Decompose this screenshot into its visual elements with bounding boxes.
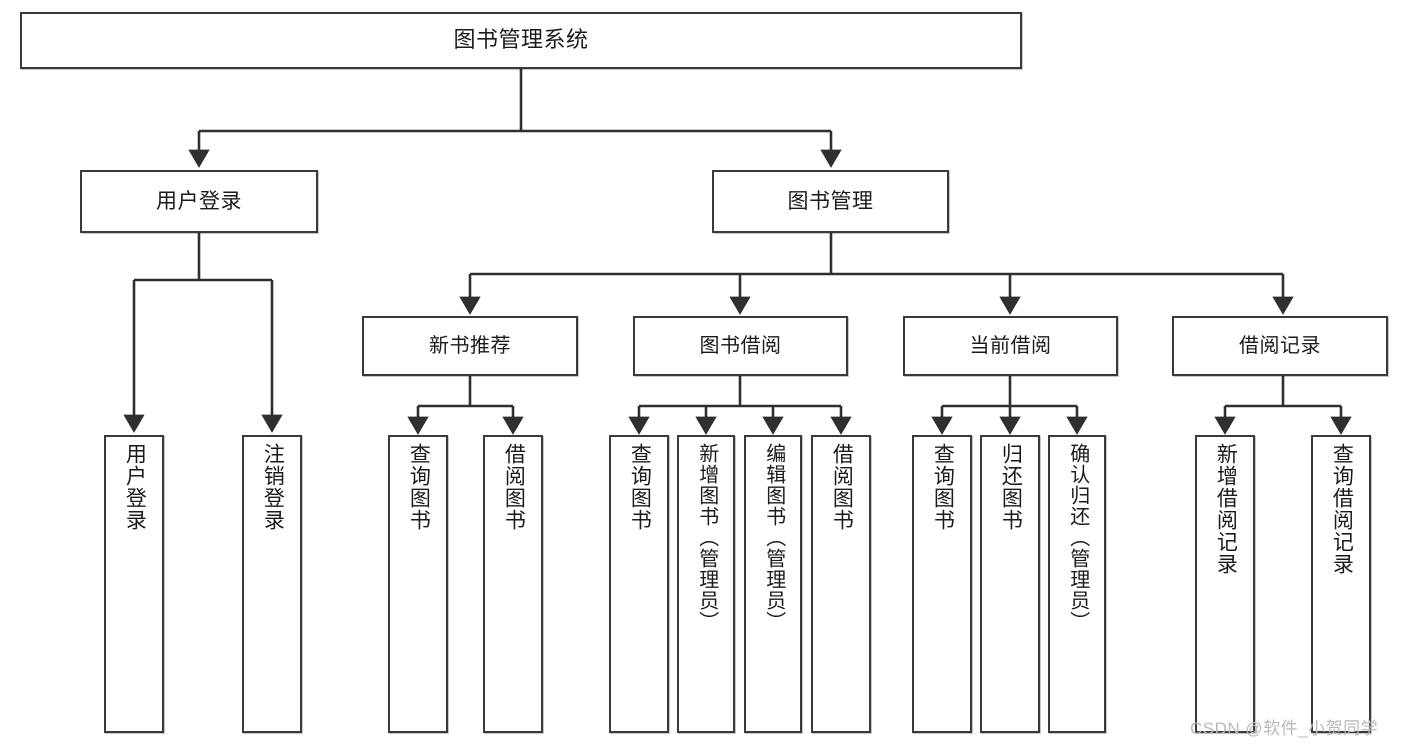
node-label: 查询图书 — [407, 443, 431, 531]
node-label: 新增图书（管理员） — [695, 443, 718, 632]
node-borrow-record[interactable]: 借阅记录 — [1172, 316, 1388, 376]
node-leaf-query-borrow-record[interactable]: 查询借阅记录 — [1311, 435, 1371, 733]
node-label: 新书推荐 — [429, 335, 511, 357]
node-label: 借阅记录 — [1239, 335, 1321, 357]
node-label: 归还图书 — [999, 443, 1023, 531]
node-root-system[interactable]: 图书管理系统 — [20, 12, 1022, 69]
node-label: 查询图书 — [628, 443, 652, 531]
node-leaf-borrow-book[interactable]: 借阅图书 — [811, 435, 871, 733]
watermark-text: CSDN @软件_小贺同学 — [1190, 719, 1379, 738]
node-leaf-confirm-return[interactable]: 确认归还（管理员） — [1048, 435, 1106, 733]
node-label: 确认归还（管理员） — [1066, 443, 1089, 632]
node-book-borrow[interactable]: 图书借阅 — [633, 316, 848, 376]
node-label: 新增借阅记录 — [1214, 443, 1238, 575]
node-label: 编辑图书（管理员） — [762, 443, 785, 632]
node-label: 注销登录 — [261, 443, 285, 531]
node-label: 借阅图书 — [502, 443, 526, 531]
node-user-login[interactable]: 用户登录 — [80, 170, 318, 233]
node-label: 图书管理系统 — [453, 27, 589, 53]
node-label: 图书借阅 — [699, 335, 782, 357]
node-leaf-add-book[interactable]: 新增图书（管理员） — [677, 435, 735, 733]
node-book-manage[interactable]: 图书管理 — [712, 170, 949, 233]
node-leaf-return-book[interactable]: 归还图书 — [980, 435, 1040, 733]
node-leaf-query-book-rec[interactable]: 查询图书 — [388, 435, 448, 733]
node-leaf-borrow-book-rec[interactable]: 借阅图书 — [483, 435, 543, 733]
node-leaf-query-book-current[interactable]: 查询图书 — [912, 435, 972, 733]
node-leaf-add-borrow-record[interactable]: 新增借阅记录 — [1195, 435, 1255, 733]
node-label: 用户登录 — [123, 443, 147, 531]
node-leaf-user-login[interactable]: 用户登录 — [104, 435, 164, 733]
node-leaf-query-book-borrow[interactable]: 查询图书 — [609, 435, 669, 733]
node-leaf-edit-book[interactable]: 编辑图书（管理员） — [744, 435, 802, 733]
node-label: 借阅图书 — [830, 443, 854, 531]
node-label: 当前借阅 — [969, 335, 1052, 357]
node-new-book-recommend[interactable]: 新书推荐 — [362, 316, 578, 376]
node-label: 图书管理 — [787, 189, 874, 213]
node-label: 查询图书 — [931, 443, 955, 531]
node-label: 用户登录 — [156, 189, 242, 213]
node-leaf-logout[interactable]: 注销登录 — [242, 435, 302, 733]
node-label: 查询借阅记录 — [1330, 443, 1354, 575]
node-current-borrow[interactable]: 当前借阅 — [903, 316, 1118, 376]
